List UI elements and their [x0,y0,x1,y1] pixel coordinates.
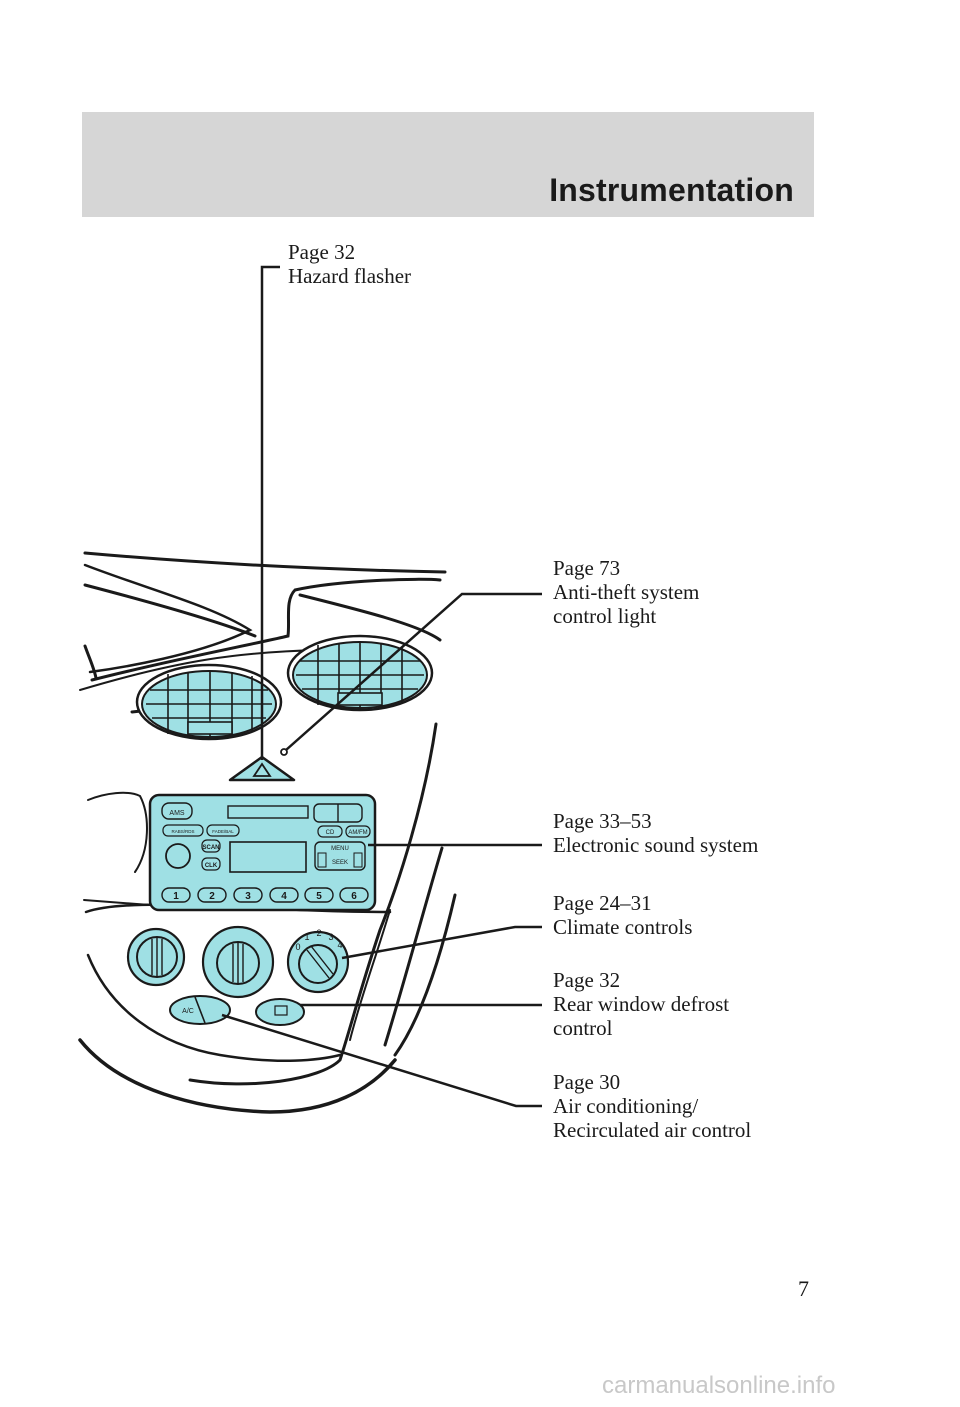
climate-panel: 0 1 2 3 4 A/C [126,925,350,1026]
callout-description: Air conditioning/ [553,1094,699,1118]
radio-menu-label: MENU [331,846,349,852]
callout-description: Rear window defrost [553,992,730,1016]
fan-speed-2: 2 [316,928,321,938]
radio-clk-label: CLK [205,863,218,869]
callout-page-ref: Page 73 [553,556,621,580]
callout-page-ref: Page 33–53 [553,809,652,833]
hazard-button-shape [228,755,296,782]
radio-unit: AMS RABS/RDS FADE/BAL CD AM/FM SCAN CLK … [148,793,377,912]
fan-speed-4: 4 [337,940,342,950]
radio-rds-label: RABS/RDS [171,829,194,834]
callout-description: Anti-theft system [553,580,700,604]
ac-leader [221,1013,542,1108]
callout-page-ref: Page 30 [553,1070,621,1094]
radio-scan-label: SCAN [202,845,219,851]
callout-page-ref: Page 32 [553,968,621,992]
callout-description: Hazard flasher [288,264,412,288]
antitheft-leader [285,592,542,751]
callout-page-ref: Page 32 [288,240,356,264]
callout-description: Recirculated air control [553,1118,752,1142]
radio-preset-3: 3 [245,891,251,902]
radio-preset-4: 4 [281,891,287,902]
climate-leader [341,925,542,960]
callout-rear-defrost: Page 32 Rear window defrost control [553,968,729,1040]
fan-speed-0: 0 [295,942,300,952]
callout-description: control light [553,604,657,628]
callout-page-ref: Page 24–31 [553,891,652,915]
radio-fade-label: FADE/BAL [212,829,234,834]
watermark: carmanualsonline.info [602,1372,836,1399]
radio-preset-6: 6 [351,891,357,902]
fan-speed-1: 1 [304,932,309,942]
callout-description: Climate controls [553,915,693,939]
callout-hazard-flasher: Page 32 Hazard flasher [288,240,411,288]
ac-button-label: A/C [182,1008,194,1015]
radio-ams-label: AMS [169,810,185,817]
callout-air-conditioning: Page 30 Air conditioning/ Recirculated a… [553,1070,751,1142]
page-title: Instrumentation [549,172,794,208]
radio-cd-label: CD [326,830,335,836]
fan-speed-3: 3 [328,932,333,942]
callout-antitheft-light: Page 73 Anti-theft system control light [553,556,699,628]
radio-preset-2: 2 [209,891,215,902]
header-band: Instrumentation [82,112,814,217]
callout-description: control [553,1016,613,1040]
page-number: 7 [798,1276,809,1301]
callout-sound-system: Page 33–53 Electronic sound system [553,809,758,857]
callout-climate-controls: Page 24–31 Climate controls [553,891,692,939]
radio-preset-1: 1 [173,891,179,902]
radio-preset-5: 5 [316,891,322,902]
callout-description: Electronic sound system [553,833,759,857]
radio-amfm-label: AM/FM [348,830,367,836]
radio-seek-label: SEEK [332,860,348,866]
hazard-leader [260,265,280,760]
